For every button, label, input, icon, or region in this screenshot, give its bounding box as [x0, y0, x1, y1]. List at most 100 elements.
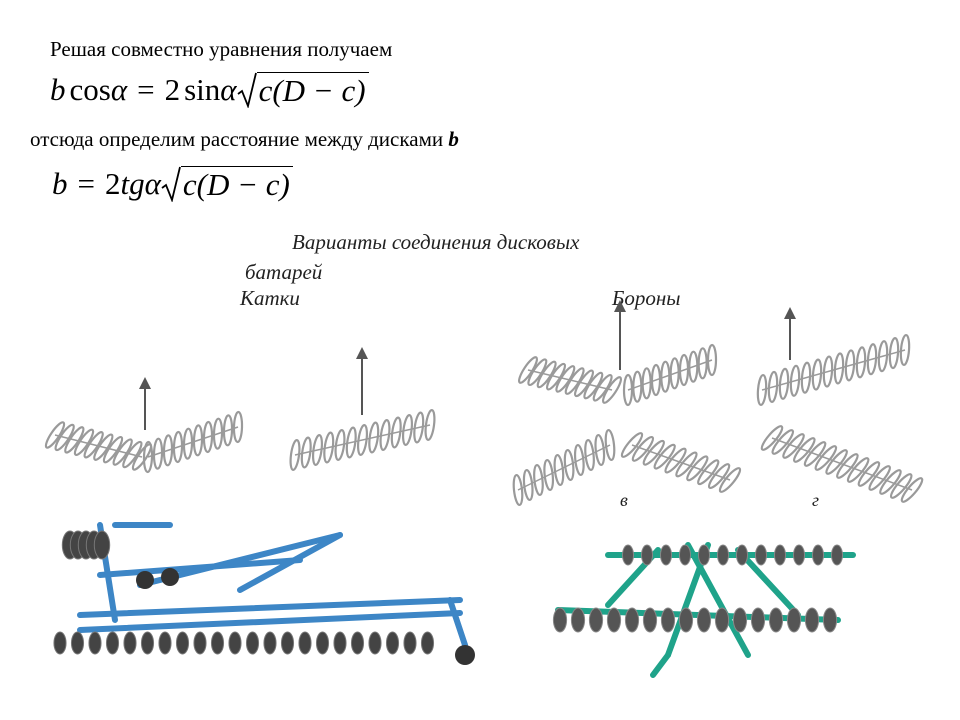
- machine-disc: [420, 631, 435, 655]
- disc: [517, 356, 539, 384]
- disc: [660, 360, 671, 393]
- gang-harrow-a-right: [622, 343, 718, 407]
- disc: [379, 419, 391, 451]
- machine-disc: [822, 607, 838, 633]
- formula1-equals: =: [137, 72, 155, 107]
- machine-disc: [175, 631, 190, 655]
- disc: [300, 436, 312, 469]
- disc: [83, 431, 104, 459]
- disc: [536, 360, 557, 389]
- label-borony: Бороны: [612, 286, 681, 310]
- formula1-lhs: b: [50, 72, 66, 107]
- disc: [222, 414, 234, 447]
- formula2-alpha: α: [144, 166, 161, 201]
- disc: [401, 414, 414, 446]
- disc: [888, 337, 900, 370]
- disc: [573, 369, 595, 398]
- green-disc-harrow-photo: [548, 525, 868, 685]
- disc: [73, 428, 95, 457]
- gang-harrow-g: [760, 425, 924, 503]
- disc: [112, 438, 133, 466]
- machine-disc: [245, 631, 260, 655]
- machine-disc: [774, 544, 786, 566]
- disc: [879, 469, 902, 495]
- disc: [356, 424, 369, 456]
- disc-gangs-svg: [44, 300, 924, 507]
- machine-disc: [158, 631, 172, 655]
- disc: [868, 465, 891, 491]
- machine-disc: [70, 631, 85, 655]
- green-machine-illustration: [552, 542, 856, 678]
- disc: [688, 350, 699, 383]
- machine-disc: [228, 631, 242, 655]
- machine-disc: [714, 607, 730, 633]
- direction-arrow-icon: [784, 307, 796, 360]
- disc: [368, 421, 380, 454]
- machine-disc: [193, 631, 207, 655]
- machine-disc: [315, 631, 330, 655]
- formula2-radicand: c(D − c): [180, 166, 293, 202]
- disc: [289, 439, 301, 471]
- disc: [424, 409, 436, 441]
- gang-roller-b: [289, 409, 436, 471]
- radical-sign-icon: [161, 166, 181, 202]
- disc: [390, 416, 402, 449]
- disc: [64, 426, 85, 454]
- machine-disc: [333, 631, 347, 655]
- machine-disc: [263, 631, 277, 655]
- machine-disc: [755, 544, 767, 566]
- formula1-coef: 2: [164, 72, 181, 107]
- machine-disc: [660, 607, 676, 633]
- disc: [822, 355, 834, 388]
- disc: [202, 420, 214, 454]
- disc: [345, 426, 357, 459]
- disc: [641, 367, 652, 400]
- disc: [311, 434, 324, 466]
- distance-text: отсюда определим расстояние между дискам…: [30, 127, 459, 152]
- machine-disc: [368, 631, 382, 655]
- disc: [620, 432, 644, 458]
- disc: [334, 429, 346, 461]
- disc: [825, 449, 848, 475]
- machine-disc: [717, 544, 729, 566]
- machine-disc: [140, 631, 155, 655]
- formula1-alpha2: α: [220, 72, 237, 107]
- disc: [632, 370, 643, 403]
- disc: [543, 458, 555, 492]
- machine-disc: [123, 631, 137, 655]
- disc: [584, 438, 595, 472]
- disc: [767, 370, 779, 403]
- disc: [212, 417, 224, 450]
- formula2-equals: =: [77, 166, 95, 201]
- direction-arrow-icon: [614, 300, 626, 370]
- machine-disc: [786, 607, 802, 633]
- machine-disc: [696, 607, 712, 633]
- disc: [553, 453, 565, 487]
- disc: [172, 430, 184, 464]
- formula1-alpha: α: [110, 72, 128, 107]
- machine-disc: [350, 631, 365, 655]
- distance-variable: b: [448, 127, 459, 151]
- gang-roller-a-right: [142, 410, 244, 474]
- machine-disc: [606, 607, 622, 633]
- disc: [756, 373, 768, 407]
- disc: [583, 371, 604, 400]
- disc: [650, 363, 662, 397]
- label-variant-g: г: [812, 490, 820, 510]
- machine-disc: [105, 631, 120, 655]
- disc: [697, 347, 708, 380]
- distance-text-prefix: отсюда определим расстояние между дискам…: [30, 127, 449, 151]
- formula-b-tg: b = 2 tg α c(D − c): [52, 166, 293, 202]
- disc: [899, 333, 911, 367]
- machine-disc: [812, 544, 824, 566]
- disc: [653, 443, 676, 470]
- disc: [192, 424, 204, 457]
- formula1-radicand: c(D − c): [256, 72, 369, 108]
- machine-disc: [831, 544, 843, 566]
- machine-disc: [660, 544, 672, 566]
- disc: [162, 434, 174, 467]
- formula1-cos: cos: [69, 72, 111, 107]
- disc: [866, 343, 878, 376]
- direction-arrow-icon: [139, 377, 151, 430]
- machine-disc: [793, 544, 805, 566]
